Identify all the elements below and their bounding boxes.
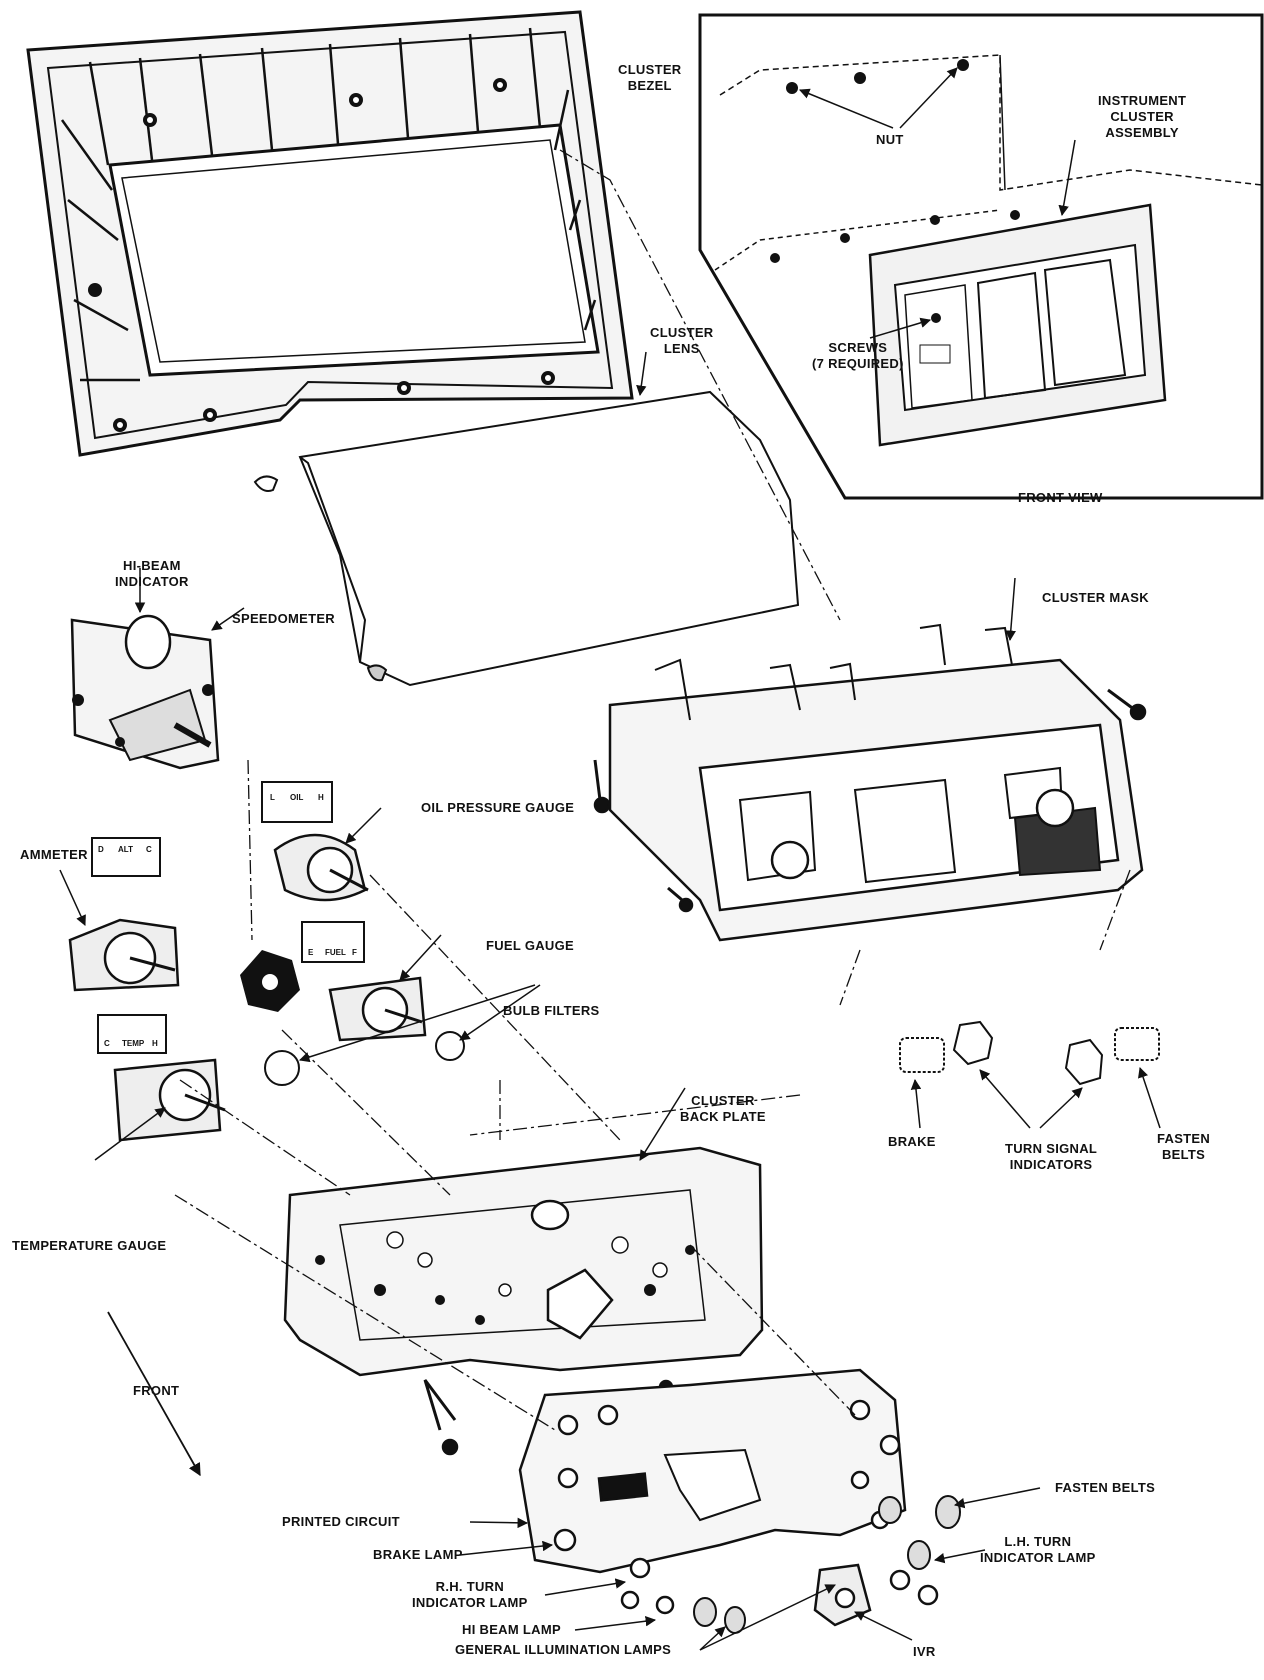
- label-screws: SCREWS (7 REQUIRED): [812, 340, 904, 372]
- label-brake-lamp: BRAKE LAMP: [373, 1547, 463, 1562]
- label-printed-circuit: PRINTED CIRCUIT: [282, 1514, 400, 1529]
- front-view-inset: [698, 13, 1264, 500]
- temp-face-label: TEMP: [122, 1039, 145, 1048]
- label-ammeter: AMMETER: [20, 847, 88, 862]
- label-brake: BRAKE: [888, 1134, 936, 1149]
- label-cluster-back-plate: CLUSTER BACK PLATE: [680, 1093, 766, 1125]
- label-cluster-bezel: CLUSTER BEZEL: [618, 62, 682, 94]
- label-hi-beam-indicator: HI-BEAM INDICATOR: [115, 558, 189, 590]
- indicator-filters-part: [899, 1020, 1161, 1129]
- label-instrument-cluster-assembly: INSTRUMENT CLUSTER ASSEMBLY: [1098, 93, 1186, 141]
- label-nut: NUT: [876, 132, 904, 147]
- label-front: FRONT: [133, 1383, 180, 1398]
- label-general-illumination-lamps: GENERAL ILLUMINATION LAMPS: [455, 1642, 672, 1657]
- ammeter-face-charge: C: [146, 845, 152, 854]
- temp-face-cold: C: [104, 1039, 110, 1048]
- label-ica-line2: CLUSTER: [1110, 109, 1174, 124]
- oil-face-label: OIL: [290, 793, 303, 802]
- label-fasten-belts-lamp: FASTEN BELTS: [1055, 1480, 1156, 1495]
- label-fasten-belts-line2: BELTS: [1161, 1147, 1206, 1162]
- gauge-face-text: L OIL H D ALT C E FUEL F C TEMP H: [98, 793, 357, 1048]
- label-hi-beam-line1: HI-BEAM: [123, 558, 181, 573]
- label-turn-signal-line2: INDICATORS: [1009, 1157, 1093, 1172]
- label-screws-line1: SCREWS: [828, 340, 888, 355]
- label-rh-turn-line2: INDICATOR LAMP: [412, 1595, 528, 1610]
- oil-face-high: H: [318, 793, 324, 802]
- ammeter-part: [59, 837, 180, 992]
- label-ica-line1: INSTRUMENT: [1098, 93, 1187, 108]
- label-rh-turn-line1: R.H. TURN: [435, 1579, 505, 1594]
- front-direction-arrow: [107, 1311, 201, 1477]
- fuel-face-label: FUEL: [325, 948, 346, 957]
- label-turn-signal-line1: TURN SIGNAL: [1005, 1141, 1098, 1156]
- temp-face-hot: H: [152, 1039, 158, 1048]
- label-cluster-lens-line2: LENS: [663, 341, 700, 356]
- label-rh-turn-indicator-lamp: R.H. TURN INDICATOR LAMP: [412, 1579, 528, 1611]
- cluster-lens-part: [253, 351, 800, 687]
- label-screws-line2: (7 REQUIRED): [812, 356, 904, 371]
- fuel-face-empty: E: [308, 948, 314, 957]
- speedometer-part: [70, 568, 245, 770]
- knob-part: [240, 950, 300, 1012]
- label-oil-pressure-gauge: OIL PRESSURE GAUGE: [421, 800, 575, 815]
- label-fasten-belts-line1: FASTEN: [1157, 1131, 1211, 1146]
- label-lh-turn-line2: INDICATOR LAMP: [980, 1550, 1096, 1565]
- label-cluster-bezel-line1: CLUSTER: [618, 62, 682, 77]
- label-temperature-gauge: TEMPERATURE GAUGE: [12, 1238, 167, 1253]
- label-hi-beam-lamp: HI BEAM LAMP: [462, 1622, 561, 1637]
- cluster-mask-part: [593, 577, 1147, 942]
- label-cluster-bezel-line2: BEZEL: [627, 78, 672, 93]
- label-lh-turn-indicator-lamp: L.H. TURN INDICATOR LAMP: [980, 1534, 1096, 1566]
- label-lh-turn-line1: L.H. TURN: [1004, 1534, 1072, 1549]
- printed-circuit-part: [459, 1368, 1041, 1651]
- cluster-bezel-part: [26, 10, 634, 457]
- label-cluster-lens: CLUSTER LENS: [650, 325, 714, 357]
- temperature-gauge-part: [94, 1014, 226, 1161]
- label-bulb-filters: BULB FILTERS: [503, 1003, 600, 1018]
- label-turn-signal-indicators: TURN SIGNAL INDICATORS: [1005, 1141, 1097, 1173]
- label-cluster-mask: CLUSTER MASK: [1042, 590, 1149, 605]
- fuel-gauge-part: [301, 921, 442, 1042]
- label-back-plate-line1: CLUSTER: [691, 1093, 755, 1108]
- oil-face-low: L: [270, 793, 275, 802]
- explosion-lines: [174, 149, 1131, 1431]
- bulb-filters-part: [264, 984, 541, 1086]
- oil-pressure-gauge-part: [261, 781, 382, 902]
- label-fasten-belts: FASTEN BELTS: [1157, 1131, 1210, 1163]
- label-hi-beam-line2: INDICATOR: [115, 574, 189, 589]
- label-cluster-lens-line1: CLUSTER: [650, 325, 714, 340]
- label-ivr: IVR: [913, 1644, 936, 1659]
- fuel-face-full: F: [352, 948, 357, 957]
- label-back-plate-line2: BACK PLATE: [680, 1109, 766, 1124]
- label-speedometer: SPEEDOMETER: [232, 611, 335, 626]
- ammeter-face-label: ALT: [118, 845, 133, 854]
- label-ica-line3: ASSEMBLY: [1105, 125, 1179, 140]
- label-front-view: FRONT VIEW: [1018, 490, 1103, 505]
- ammeter-face-discharge: D: [98, 845, 104, 854]
- label-fuel-gauge: FUEL GAUGE: [486, 938, 574, 953]
